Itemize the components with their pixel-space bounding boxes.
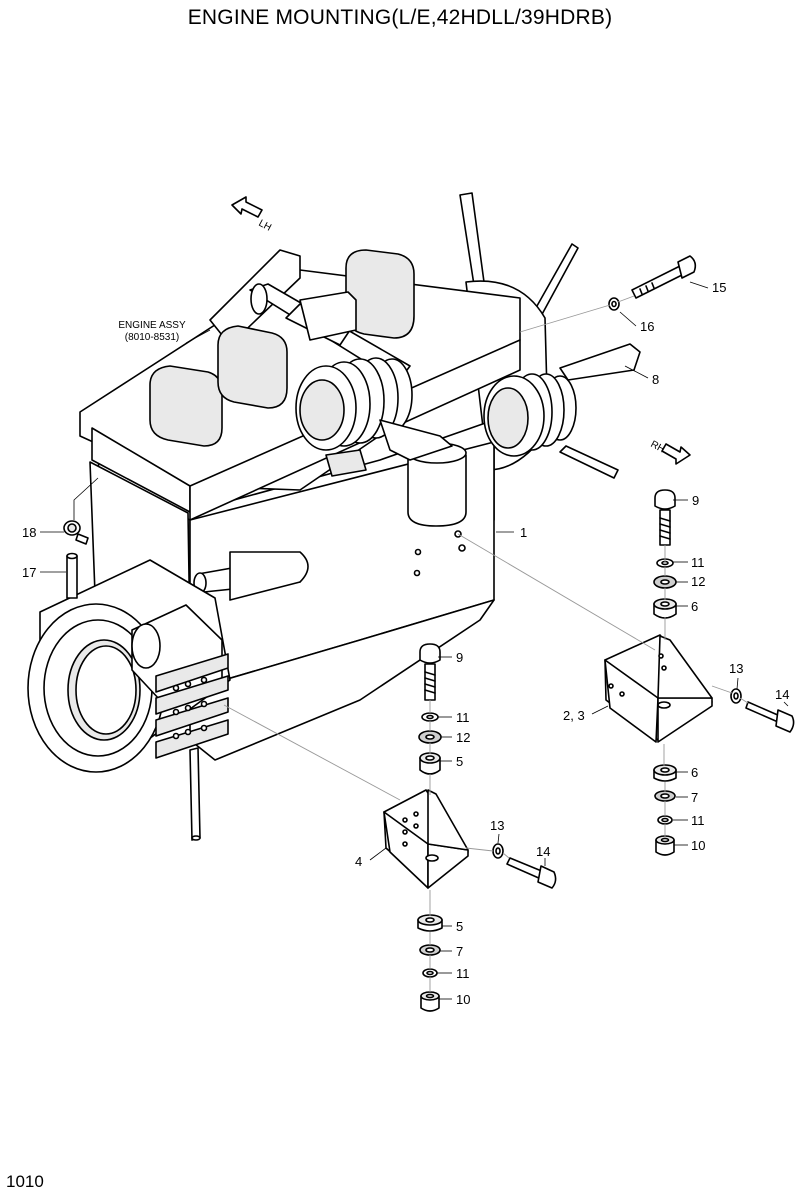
drawing-title: ENGINE MOUNTING(L/E,42HDLL/39HDRB) <box>187 6 613 29</box>
washer-part-12-left <box>418 730 442 744</box>
callout-11-right-top: 11 <box>691 555 705 570</box>
bushing-part-5-left-top <box>419 752 441 775</box>
spring-washer-part-11-left-top <box>421 712 439 722</box>
svg-text:ENGINE ASSY: ENGINE ASSY <box>118 320 186 331</box>
callout-7-left: 7 <box>456 944 463 959</box>
fan-blade-lower-right <box>559 445 619 479</box>
callout-18: 18 <box>22 525 36 540</box>
callout-10-left: 10 <box>456 992 470 1007</box>
washer-part-13-left <box>492 843 504 859</box>
bolt-part-15 <box>631 255 697 299</box>
page-number: 1010 <box>6 1172 44 1191</box>
spring-washer-part-11-left-bottom <box>422 968 438 978</box>
bushing-part-6-right-top <box>653 598 677 619</box>
flywheel-housing <box>27 559 231 773</box>
nut-part-10-right <box>655 835 675 856</box>
svg-text:LH: LH <box>257 218 273 234</box>
bushing-part-5-left-bottom <box>417 914 443 932</box>
spring-washer-part-11-right-bottom <box>657 815 673 825</box>
hose-clamp-part-18 <box>63 520 89 545</box>
callout-16: 16 <box>640 319 654 334</box>
bushing-part-6-right-bottom <box>653 764 677 782</box>
callout-11-right-bottom: 11 <box>691 813 705 828</box>
callout-5-left-top: 5 <box>456 754 463 769</box>
fan-blade-front <box>559 343 641 381</box>
callout-17: 17 <box>22 565 36 580</box>
hose-part-17 <box>66 552 78 599</box>
callout-8: 8 <box>652 372 659 387</box>
callout-12-right: 12 <box>691 574 705 589</box>
washer-part-16 <box>608 297 620 311</box>
flywheel-mount-blocks <box>155 653 229 759</box>
callout-9-left: 9 <box>456 650 463 665</box>
callout-4: 4 <box>355 854 362 869</box>
svg-text:(8010-8531): (8010-8531) <box>125 332 179 343</box>
engine-mount-bracket-part-4 <box>383 789 469 889</box>
part-callouts: 1 8 9 15 16 11 12 6 13 14 2, 3 6 7 11 10… <box>22 280 789 1007</box>
washer-part-12-right <box>653 575 677 589</box>
callout-11-left-top: 11 <box>456 710 470 725</box>
callout-10-right: 10 <box>691 838 705 853</box>
fan-blade-top <box>459 192 485 286</box>
callout-13-right: 13 <box>729 661 743 676</box>
bolt-part-9-left <box>419 643 441 701</box>
bolt-part-9-right <box>654 489 676 546</box>
engine-mount-bracket-part-2-3 <box>604 634 713 743</box>
lh-direction-arrow: LH <box>231 196 273 234</box>
callout-9-right: 9 <box>692 493 699 508</box>
callout-2-3: 2, 3 <box>563 708 585 723</box>
engine-assembly <box>27 192 641 841</box>
bolt-part-14-right <box>745 701 795 733</box>
rh-direction-arrow: RH <box>649 439 691 465</box>
callout-1: 1 <box>520 525 527 540</box>
callout-14-left: 14 <box>536 844 550 859</box>
air-intake-bellows-left <box>295 357 413 451</box>
washer-part-7-left <box>419 944 441 956</box>
callout-11-left-bottom: 11 <box>456 966 470 981</box>
callout-6-right-bottom: 6 <box>691 765 698 780</box>
callout-14-right: 14 <box>775 687 789 702</box>
assembly-center-lines <box>223 295 749 992</box>
callout-7-right: 7 <box>691 790 698 805</box>
fan-blade-upper-right <box>532 243 579 319</box>
washer-part-13-right <box>730 688 742 704</box>
washer-part-7-right <box>654 790 676 802</box>
callout-5-left-bottom: 5 <box>456 919 463 934</box>
bolt-part-14-left <box>506 857 557 889</box>
callout-leader-lines <box>40 281 789 1000</box>
callout-12-left: 12 <box>456 730 470 745</box>
callout-13-left: 13 <box>490 818 504 833</box>
callout-6-right-top: 6 <box>691 599 698 614</box>
engine-assy-label: ENGINE ASSY (8010-8531) <box>118 320 186 343</box>
nut-part-10-left <box>420 991 440 1012</box>
air-intake-bellows-right <box>483 373 577 457</box>
callout-15: 15 <box>712 280 726 295</box>
